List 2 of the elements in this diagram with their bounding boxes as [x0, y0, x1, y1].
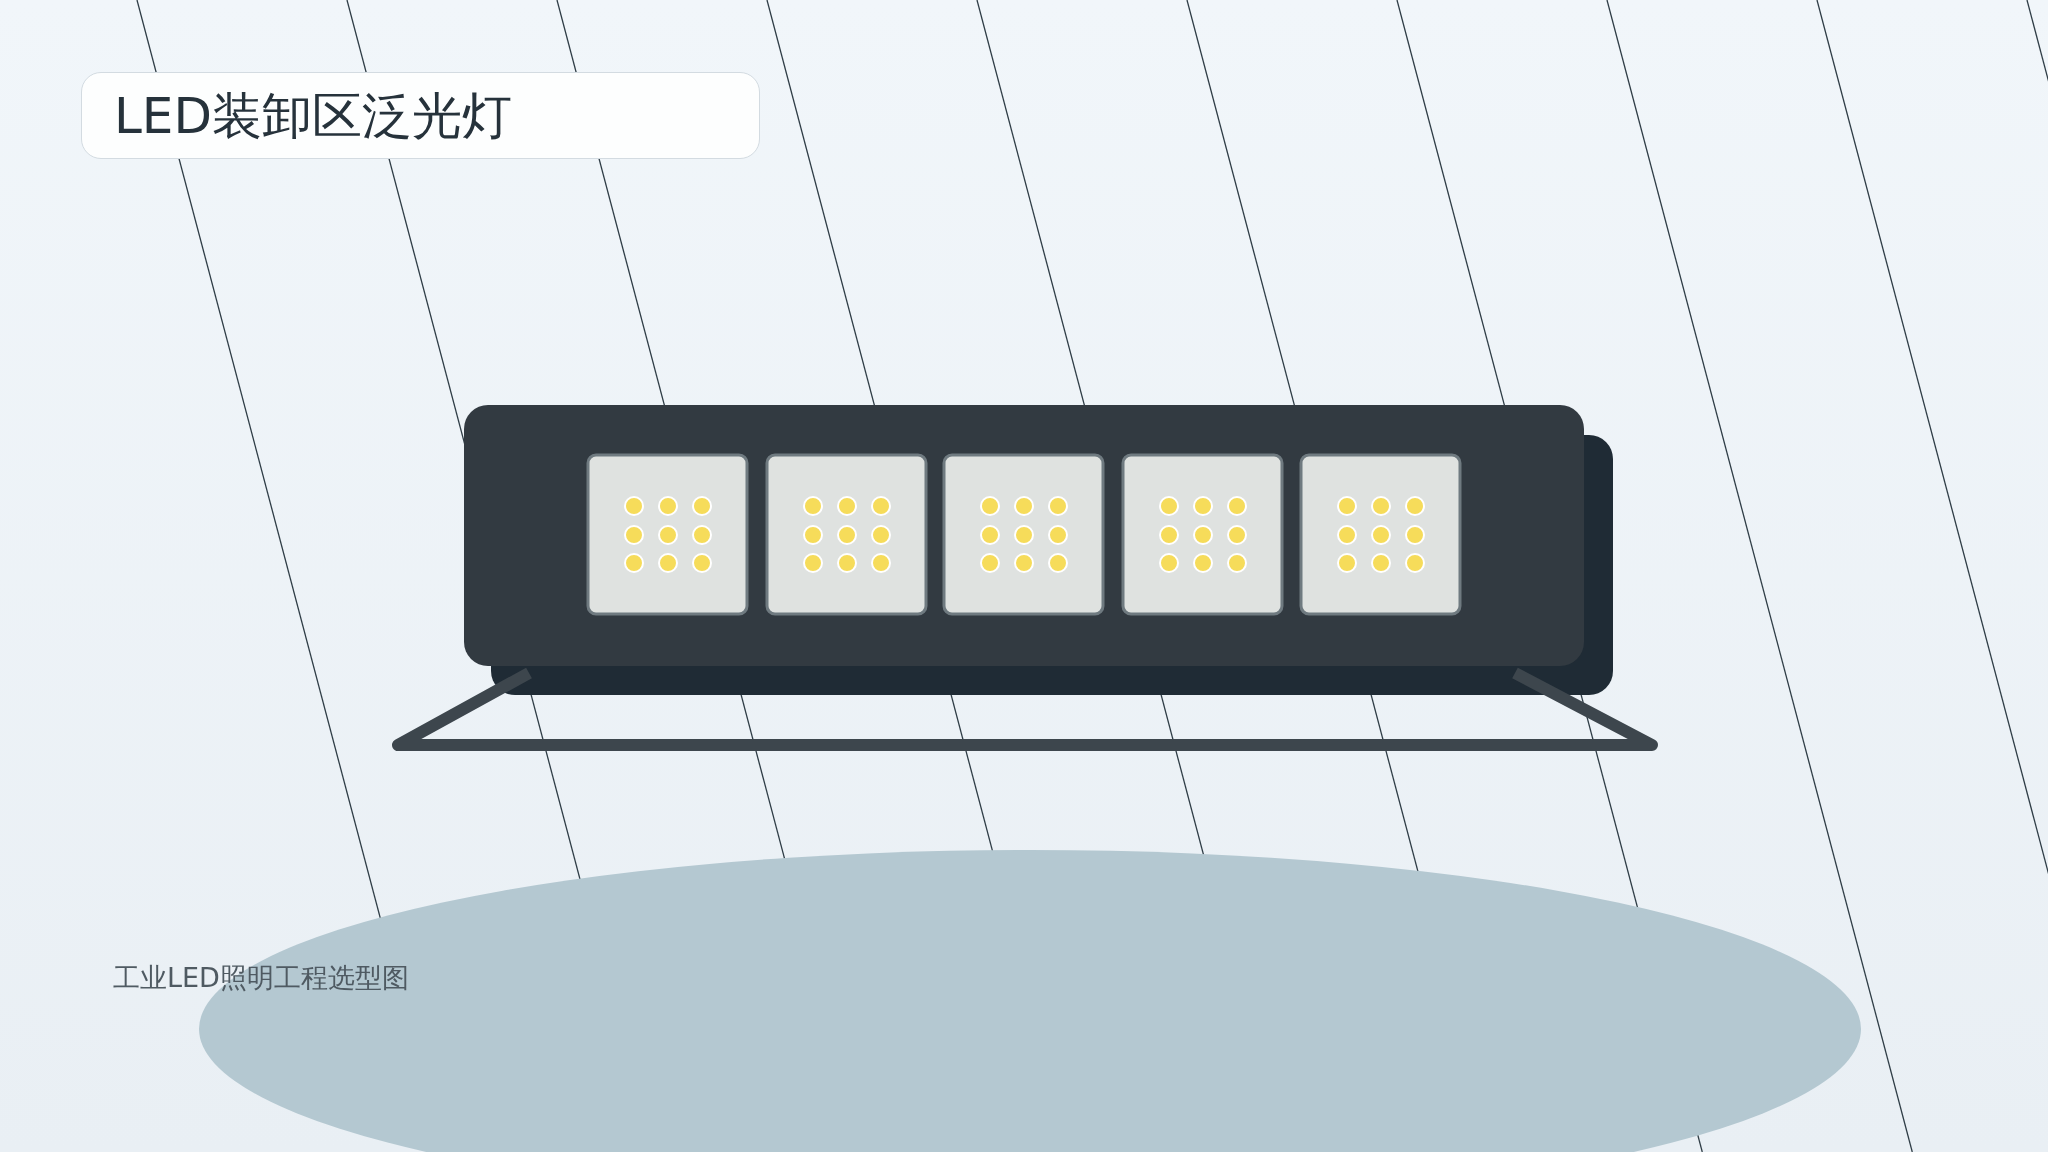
- caption: 工业LED照明工程选型图: [113, 961, 409, 995]
- title: LED装卸区泛光灯: [114, 87, 512, 145]
